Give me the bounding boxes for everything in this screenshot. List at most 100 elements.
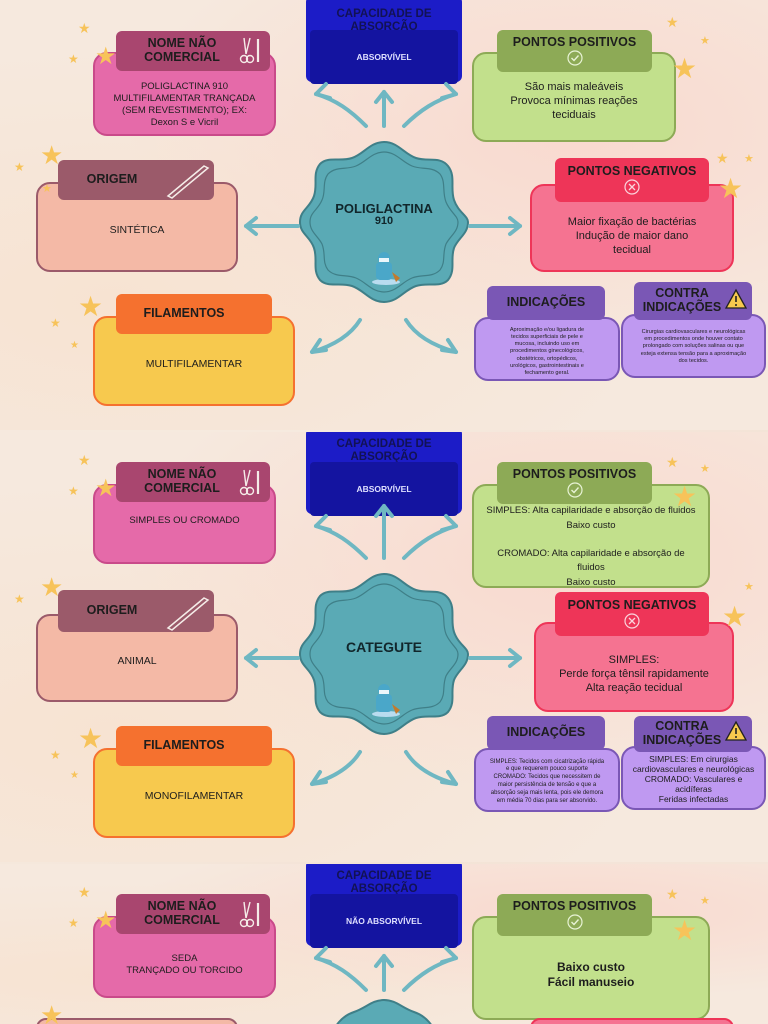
origem-box — [36, 1018, 238, 1024]
star-icon: ★ — [14, 592, 25, 606]
indicacoes-header: INDICAÇÕES — [487, 716, 605, 750]
origem-text: ANIMAL — [117, 655, 157, 668]
negativos-header: PONTOS NEGATIVOS — [555, 592, 709, 636]
arrows — [244, 82, 522, 354]
star-icon: ★ — [95, 43, 117, 70]
arrows — [244, 504, 522, 786]
star-icon: ★ — [70, 340, 79, 351]
star-icon: ★ — [40, 1000, 64, 1024]
surgeon-icon — [372, 684, 400, 717]
star-icon: ★ — [744, 153, 754, 165]
contra-box: Cirurgias cardiovasculares e neurológica… — [621, 314, 766, 378]
negativos-box — [530, 1018, 734, 1024]
star-icon: ★ — [672, 915, 698, 946]
scissors-icon — [239, 901, 260, 928]
star-icon: ★ — [718, 173, 744, 204]
indicacoes-header: INDICAÇÕES — [487, 286, 605, 320]
star-icon: ★ — [78, 291, 104, 322]
star-icon: ★ — [78, 452, 91, 468]
star-icon: ★ — [78, 20, 91, 36]
nome-text: SIMPLES OU CROMADO — [129, 515, 240, 527]
origem-text: SINTÉTICA — [109, 224, 165, 237]
star-icon: ★ — [50, 316, 61, 330]
origem-header: ORIGEM — [58, 160, 214, 200]
surgeon-icon — [372, 252, 400, 285]
contra-box: SIMPLES: Em cirurgias cardiovasculares e… — [621, 746, 766, 810]
star-icon: ★ — [672, 481, 698, 512]
filamentos-text: MONOFILAMENTAR — [144, 790, 244, 803]
star-icon: ★ — [68, 916, 79, 930]
star-icon: ★ — [95, 475, 117, 502]
positivos-text: Baixo custo Fácil manuseio — [547, 960, 635, 989]
star-icon: ★ — [666, 886, 679, 902]
capacidade-value: ABSORVÍVEL — [310, 30, 458, 84]
star-icon: ★ — [40, 572, 64, 602]
star-icon: ★ — [700, 895, 710, 907]
negativos-box: SIMPLES: Perde força tênsil rapidamente … — [534, 622, 734, 712]
star-icon: ★ — [666, 454, 679, 470]
positivos-header: PONTOS POSITIVOS — [497, 462, 652, 504]
positivos-header: PONTOS POSITIVOS — [497, 894, 652, 936]
positivos-text: SIMPLES: Alta capilaridade e absorção de… — [486, 505, 696, 588]
indicacoes-text: Aproximação e/ou ligadura de tecidos sup… — [509, 326, 585, 377]
star-icon: ★ — [68, 484, 79, 498]
forceps-icon — [166, 165, 210, 199]
star-icon: ★ — [14, 160, 25, 174]
star-icon: ★ — [722, 601, 748, 632]
star-icon: ★ — [700, 35, 710, 47]
star-icon: ★ — [666, 14, 679, 30]
warning-icon — [724, 288, 748, 309]
positivos-header: PONTOS POSITIVOS — [497, 30, 652, 72]
capacidade-value: NÃO ABSORVÍVEL — [310, 894, 458, 948]
star-icon: ★ — [95, 907, 117, 934]
star-icon: ★ — [68, 52, 79, 66]
negativos-header: PONTOS NEGATIVOS — [555, 158, 709, 202]
contra-text: Cirurgias cardiovasculares e neurológica… — [640, 328, 747, 364]
star-icon: ★ — [78, 884, 91, 900]
star-icon: ★ — [42, 183, 52, 195]
star-icon: ★ — [70, 770, 79, 781]
center-badge — [336, 998, 432, 1024]
contra-text: SIMPLES: Em cirurgias cardiovasculares e… — [632, 753, 755, 805]
forceps-icon — [166, 597, 210, 631]
star-icon: ★ — [78, 723, 104, 754]
indicacoes-text: SIMPLES: Tecidos com cicatrização rápida… — [489, 758, 605, 804]
check-icon — [566, 482, 583, 498]
nome-text: SEDA TRANÇADO OU TORCIDO — [126, 953, 243, 976]
scissors-icon — [239, 37, 260, 64]
nome-text: POLIGLACTINA 910 MULTIFILAMENTAR TRANÇAD… — [113, 81, 256, 128]
x-icon — [624, 179, 640, 195]
filamentos-text: MULTIFILAMENTAR — [145, 358, 243, 371]
scissors-icon — [239, 469, 260, 496]
star-icon: ★ — [40, 140, 64, 170]
warning-icon — [724, 720, 748, 741]
center-badge — [298, 140, 470, 304]
check-icon — [566, 914, 583, 930]
positivos-text: São mais maleáveis Provoca mínimas reaçõ… — [510, 81, 638, 121]
arrows — [314, 946, 458, 992]
star-icon: ★ — [744, 581, 754, 593]
check-icon — [566, 50, 583, 66]
star-icon: ★ — [50, 748, 61, 762]
filamentos-header: FILAMENTOS — [116, 726, 272, 766]
center-badge — [298, 572, 470, 736]
center-title: CATEGUTE — [346, 639, 422, 655]
indicacoes-box: SIMPLES: Tecidos com cicatrização rápida… — [474, 748, 620, 812]
star-icon: ★ — [700, 463, 710, 475]
negativos-text: Maior fixação de bactérias Indução de ma… — [567, 216, 697, 256]
negativos-text: SIMPLES: Perde força tênsil rapidamente … — [559, 654, 709, 694]
x-icon — [624, 613, 640, 629]
filamentos-header: FILAMENTOS — [116, 294, 272, 334]
star-icon: ★ — [716, 150, 729, 166]
star-icon: ★ — [672, 53, 698, 84]
